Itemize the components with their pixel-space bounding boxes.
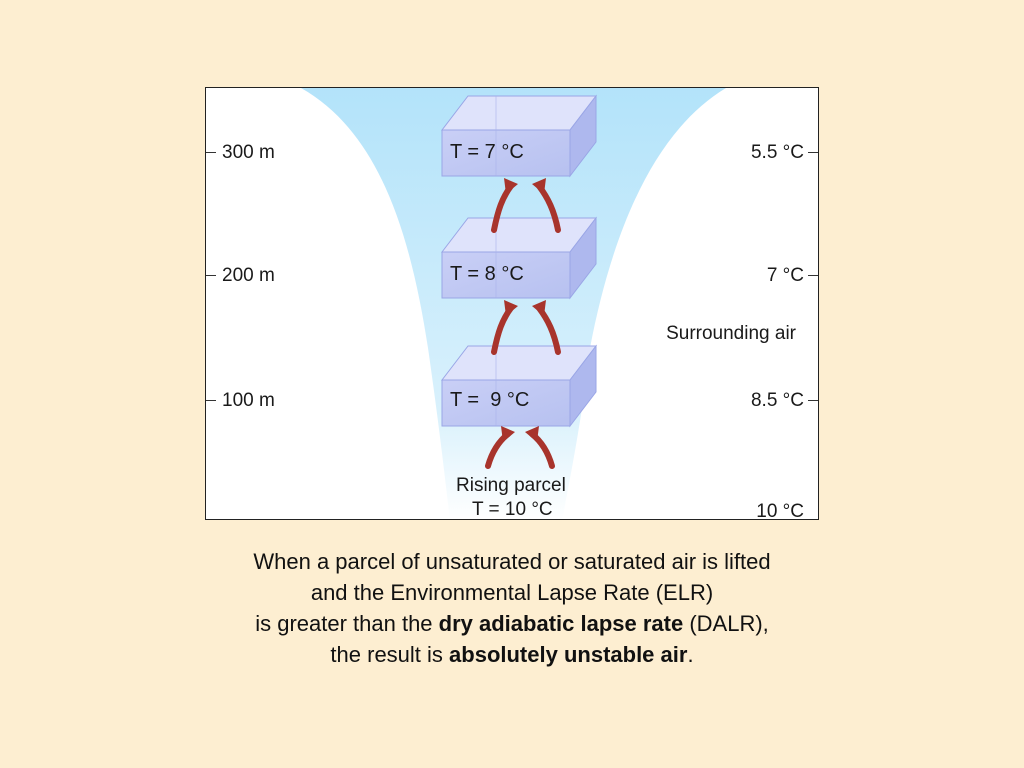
air-column (301, 88, 726, 519)
caption-line-2: and the Environmental Lapse Rate (ELR) (310, 580, 714, 605)
altitude-label-100: 100 m (222, 390, 275, 411)
parcel-box-middle (440, 216, 598, 300)
env-temp-label-0: 10 °C (756, 501, 804, 520)
env-temp-label-200: 7 °C (766, 265, 804, 286)
caption-term-unstable: absolutely unstable air (449, 642, 688, 667)
tick-left-200 (206, 275, 216, 276)
rising-parcel-label: Rising parcel (456, 475, 566, 496)
parcel-temp-300: T = 7 °C (450, 141, 524, 163)
altitude-label-300: 300 m (222, 142, 275, 163)
caption-line-3-pre: is greater than the (255, 611, 439, 636)
env-temp-label-100: 8.5 °C (750, 390, 804, 411)
tick-left-300 (206, 152, 216, 153)
parcel-box-bottom (440, 344, 598, 428)
parcel-temp-100: T = 9 °C (450, 389, 530, 411)
rising-parcel-temp: T = 10 °C (472, 499, 553, 520)
caption-line-4: the result is absolutely unstable air. (112, 639, 912, 670)
caption-line-3-post: (DALR), (683, 611, 769, 636)
diagram-graphics (301, 88, 726, 519)
tick-right-300 (808, 152, 818, 153)
slide-caption: When a parcel of unsaturated or saturate… (112, 546, 912, 670)
parcel-box-top (440, 94, 598, 178)
caption-line-4-post: . (687, 642, 694, 667)
caption-term-dalr: dry adiabatic lapse rate (438, 611, 684, 636)
caption-line-4-pre: the result is (330, 642, 450, 667)
env-temp-label-300: 5.5 °C (750, 142, 804, 163)
caption-line-1: When a parcel of unsaturated or saturate… (253, 549, 771, 574)
tick-right-200 (808, 275, 818, 276)
parcel-temp-200: T = 8 °C (450, 263, 524, 285)
tick-right-100 (808, 400, 818, 401)
altitude-label-200: 200 m (222, 265, 275, 286)
caption-line-3: is greater than the dry adiabatic lapse … (112, 608, 912, 639)
tick-left-100 (206, 400, 216, 401)
lapse-rate-diagram: 300 m 200 m 100 m 5.5 °C 7 °C Surroundin… (205, 87, 819, 520)
surrounding-air-label: Surrounding air (666, 323, 796, 344)
arrow-heads (501, 178, 546, 442)
